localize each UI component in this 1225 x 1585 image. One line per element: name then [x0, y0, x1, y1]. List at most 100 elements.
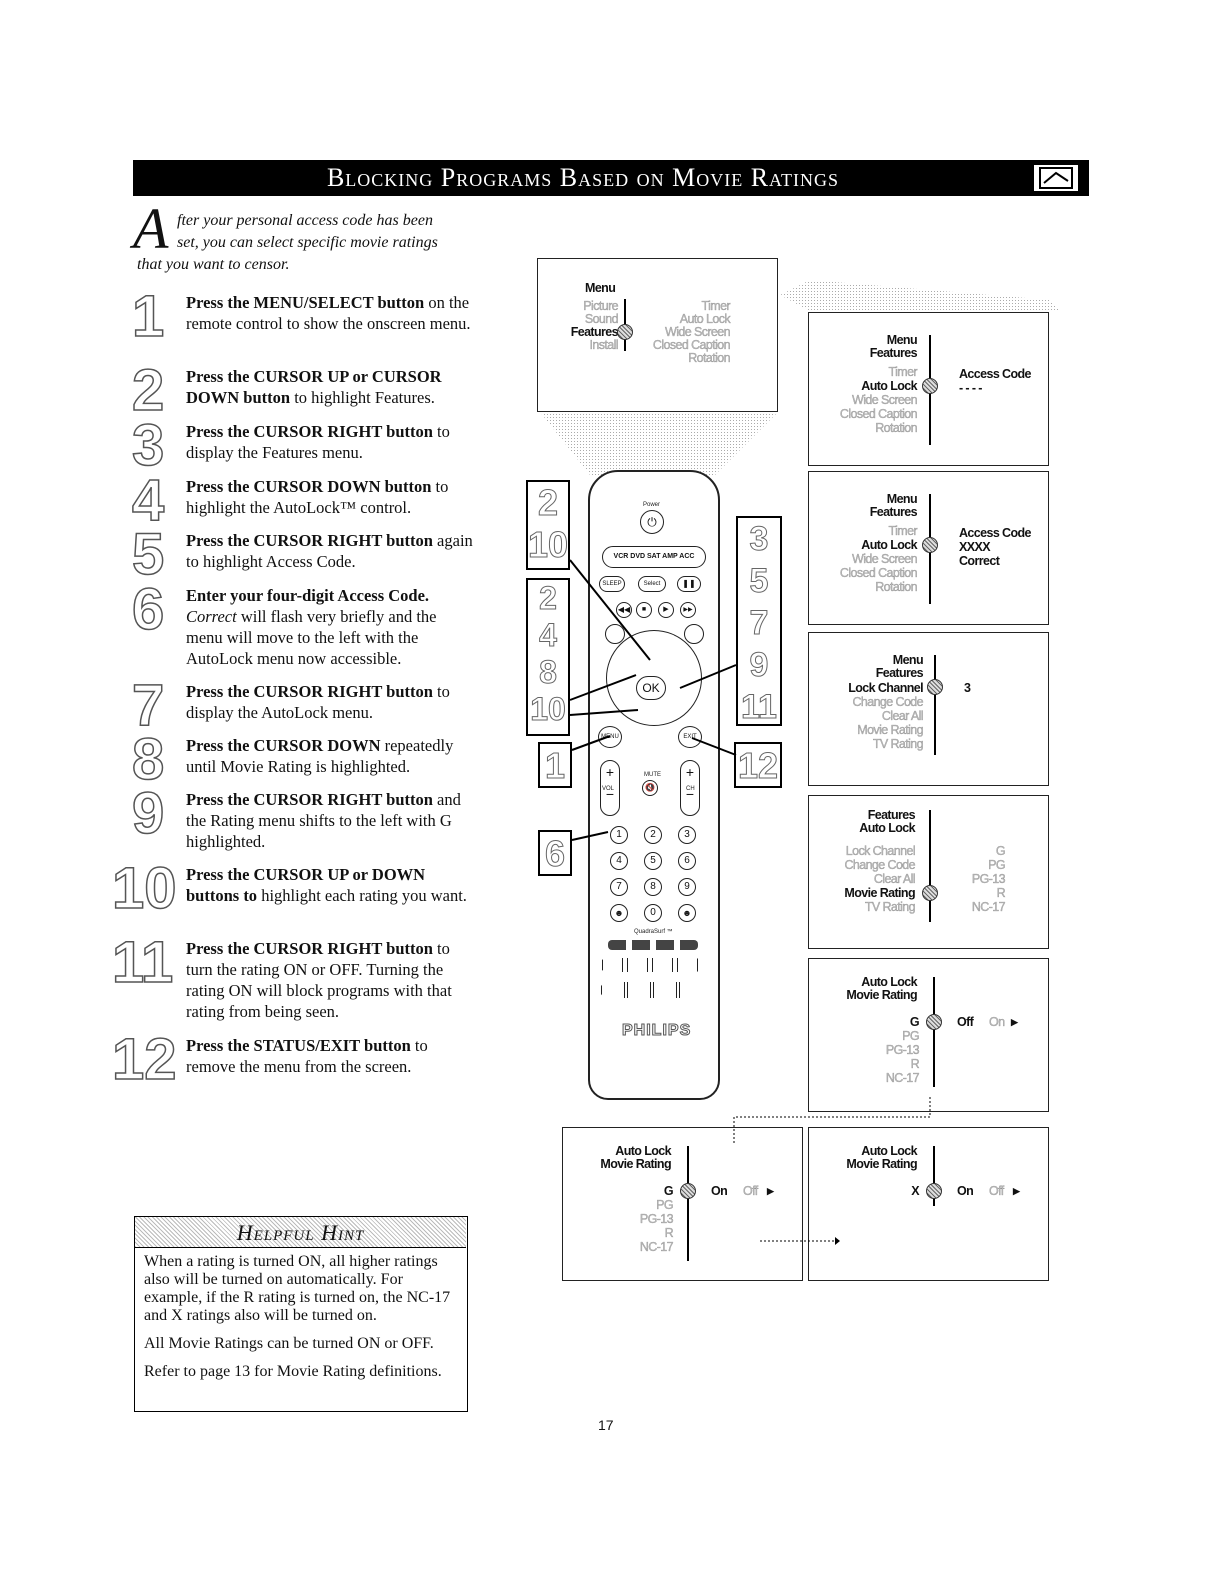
rating-item-highlighted: G [909, 1015, 920, 1029]
step-number: 2 [131, 358, 165, 423]
step-number: 11 [111, 930, 174, 995]
menu-screen-movie-rating: Features Auto Lock Lock Channel Change C… [808, 795, 1049, 949]
rating-item-highlighted: X [911, 1184, 919, 1198]
step-detail: to highlight Features. [290, 388, 435, 407]
rating-item: R [664, 1226, 673, 1240]
menu-screen-main: Menu Picture Sound Features Install Time… [537, 258, 778, 412]
submenu-title: Features [875, 666, 924, 680]
access-code-label: Access Code [959, 526, 1032, 540]
format-buttons[interactable] [600, 982, 702, 998]
hint-paragraph: When a rating is turned ON, all higher r… [144, 1253, 451, 1324]
digit-button[interactable]: 8 [644, 878, 662, 896]
callout-number: 11 [741, 688, 778, 727]
callout-number: 10 [530, 691, 567, 728]
step-text: Press the CURSOR DOWN button to highligh… [186, 476, 476, 518]
callout-left-menu: 1 [538, 742, 572, 788]
select-button[interactable]: Select [638, 576, 666, 592]
submenu-title: Movie Rating [600, 1157, 671, 1171]
submenu-title: Movie Rating [846, 988, 917, 1002]
digit-button[interactable]: 4 [610, 852, 628, 870]
digit-button[interactable]: 1 [610, 826, 628, 844]
fast-forward-button[interactable]: ▶▶ [680, 602, 696, 618]
sleep-button[interactable]: SLEEP [599, 576, 625, 592]
power-button[interactable]: ⏻ [640, 510, 664, 534]
smiley-button[interactable]: ☻ [678, 904, 696, 922]
menu-divider [934, 655, 936, 755]
menu-item: Closed Caption [652, 338, 731, 352]
menu-title: Auto Lock [861, 1144, 917, 1158]
quadrasurf-buttons[interactable] [608, 940, 698, 950]
sound-button[interactable] [605, 624, 625, 644]
rating-item: PG-13 [971, 872, 1006, 886]
volume-rocker[interactable]: +− [600, 760, 620, 816]
menu-screen-features: Menu Features Timer Auto Lock Wide Scree… [808, 312, 1049, 466]
digit-button[interactable]: 3 [678, 826, 696, 844]
step-number: 9 [131, 781, 165, 846]
exit-button[interactable]: EXIT [678, 726, 702, 748]
callout-arrows [569, 559, 737, 841]
menu-divider [933, 1146, 935, 1206]
ok-button[interactable]: OK [636, 676, 666, 700]
step-text: Press the CURSOR DOWN repeatedly until M… [186, 735, 476, 777]
menu-item-highlighted: Auto Lock [861, 538, 917, 552]
digit-button[interactable]: 6 [678, 852, 696, 870]
step-detail: to display the AutoLock menu. [186, 682, 450, 722]
channel-value: 3 [964, 681, 971, 695]
source-selector[interactable]: VCR DVD SAT AMP ACC [602, 546, 706, 568]
step-instruction: Press the STATUS/EXIT button [186, 1036, 411, 1055]
step-text: Press the CURSOR RIGHT button to display… [186, 681, 476, 723]
mute-label: MUTE [644, 772, 661, 778]
cursor-icon [927, 679, 943, 695]
step-text: Press the MENU/SELECT button on the remo… [186, 292, 476, 334]
rating-item: G [995, 844, 1006, 858]
menu-screen-rating-on: Auto Lock Movie Rating G PG PG-13 R NC-1… [562, 1127, 803, 1281]
menu-item-highlighted: Movie Rating [844, 886, 915, 900]
step-number: 7 [131, 673, 165, 738]
access-code-status: Correct [959, 554, 1000, 568]
step-number: 10 [111, 856, 177, 921]
submenu-title: Auto Lock [859, 821, 915, 835]
cursor-icon [617, 324, 633, 340]
menu-divider [929, 810, 931, 922]
mute-button[interactable]: 🔇 [642, 780, 658, 796]
digit-button[interactable]: 2 [644, 826, 662, 844]
digit-button[interactable]: 9 [678, 878, 696, 896]
step-detail: to highlight the AutoLock™ control. [186, 477, 449, 517]
ch-label: CH [686, 786, 695, 792]
menu-screen-rating-off: Auto Lock Movie Rating G PG PG-13 R NC-1… [808, 958, 1049, 1112]
rating-option: Off [743, 1184, 759, 1198]
stop-button[interactable]: ■ [636, 602, 652, 618]
connector-lines [733, 1097, 931, 1245]
step-text: Press the CURSOR RIGHT button and the Ra… [186, 789, 476, 852]
submenu-title: Features [869, 505, 918, 519]
picture-button[interactable] [684, 624, 704, 644]
pause-button[interactable]: ❚❚ [677, 576, 701, 592]
av-buttons[interactable] [600, 958, 702, 972]
step-instruction: Press the CURSOR UP or CURSOR DOWN butto… [186, 367, 442, 407]
menu-item: Sound [584, 312, 619, 326]
callout-number: 4 [539, 617, 558, 654]
step-number: 6 [131, 577, 165, 642]
step-number: 5 [131, 522, 165, 587]
digit-button[interactable]: 5 [644, 852, 662, 870]
digit-button[interactable]: 7 [610, 878, 628, 896]
menu-item-highlighted: Lock Channel [848, 681, 923, 695]
play-button[interactable]: ▶ [658, 602, 674, 618]
cursor-ring[interactable] [606, 630, 702, 726]
brand-logo: PHILIPS [621, 1022, 692, 1040]
step-detail: to remove the menu from the screen. [186, 1036, 428, 1076]
step-instruction: Press the CURSOR DOWN button [186, 477, 432, 496]
submenu-title: Movie Rating [846, 1157, 917, 1171]
step-detail: on the remote control to show the onscre… [186, 293, 471, 333]
cursor-icon [680, 1183, 696, 1199]
digit-button[interactable]: 0 [644, 904, 662, 922]
rating-option-selected: On [711, 1184, 728, 1198]
helpful-hint-box: Helpful Hint When a rating is turned ON,… [134, 1216, 468, 1412]
step-instruction: Press the CURSOR UP or DOWN buttons to [186, 865, 426, 905]
smiley-button[interactable]: ☻ [610, 904, 628, 922]
step-text: Press the CURSOR RIGHT button to turn th… [186, 938, 476, 1022]
rating-item: NC-17 [971, 900, 1006, 914]
channel-rocker[interactable]: +− [680, 760, 700, 816]
rewind-button[interactable]: ◀◀ [616, 602, 632, 618]
menu-item: Lock Channel [845, 844, 916, 858]
